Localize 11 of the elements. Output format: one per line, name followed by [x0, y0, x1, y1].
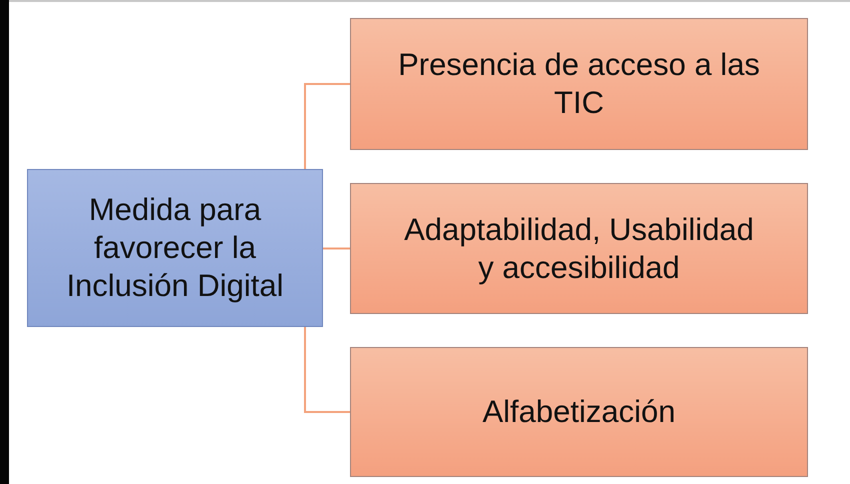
category-box	[350, 347, 808, 477]
box-label: Alfabetización	[482, 393, 676, 431]
category-box	[350, 18, 808, 150]
connector-line	[304, 327, 350, 413]
category-box	[350, 183, 808, 314]
connector-line	[323, 248, 350, 250]
connector-line	[304, 83, 350, 169]
box-label: Adaptabilidad, Usabilidad y accesibilidad	[403, 210, 755, 286]
box-label: Medida para favorecer la Inclusión Digital	[65, 191, 285, 305]
main-topic-box	[27, 169, 323, 327]
box-label: Presencia de acceso a las TIC	[397, 46, 761, 122]
